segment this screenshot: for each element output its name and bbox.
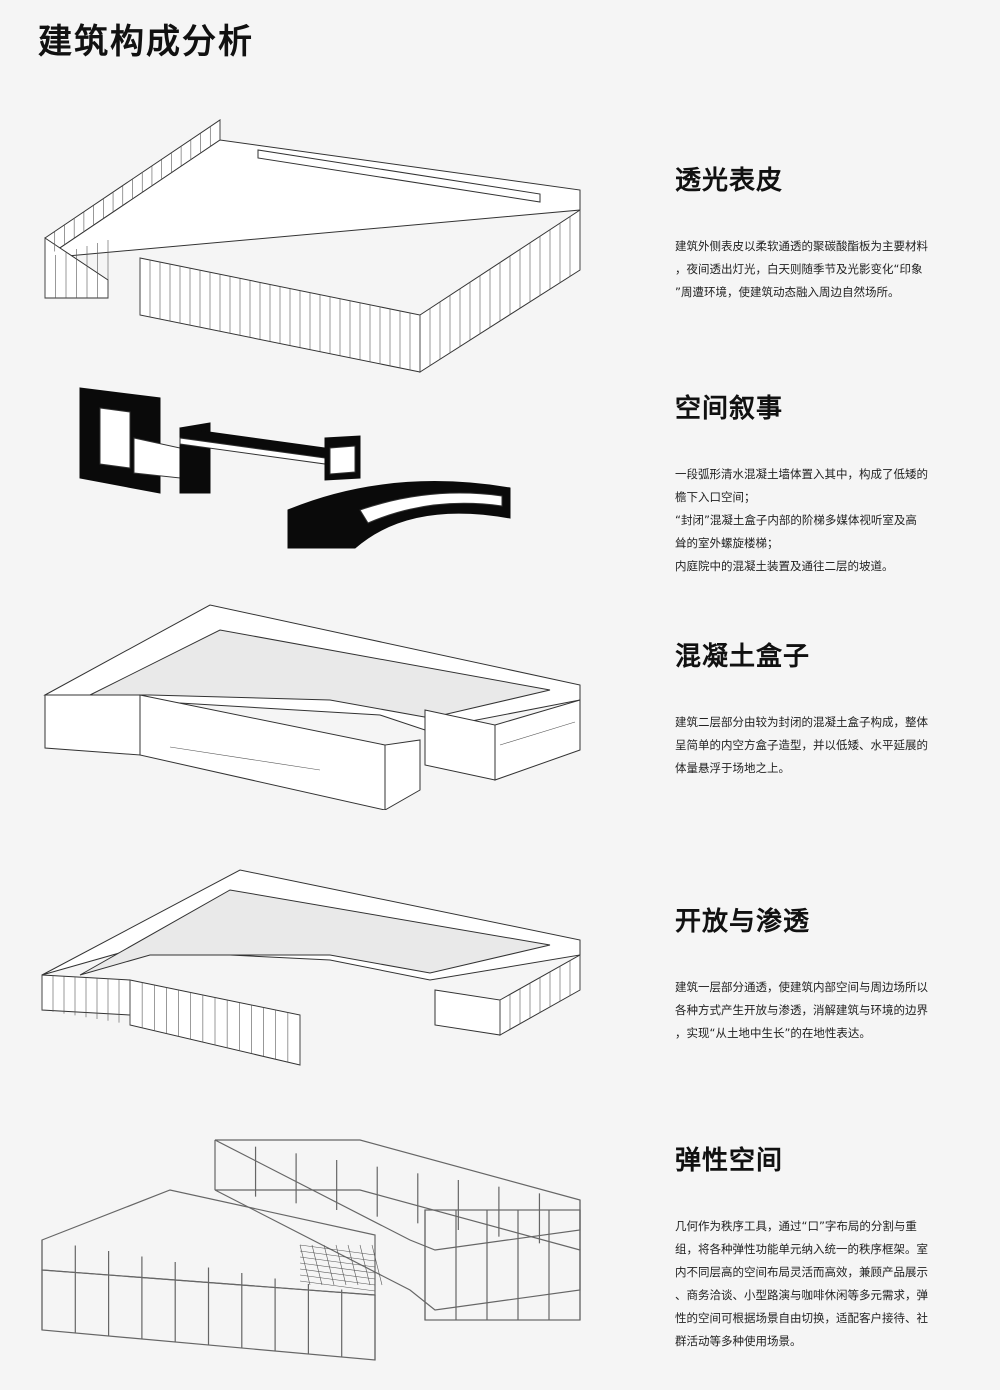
- diagram-concrete-box: [43, 604, 581, 810]
- curved-concrete-wall: [287, 481, 511, 549]
- ground-floor-shell: [41, 869, 581, 1066]
- diagram-spatial-narrative: [79, 387, 511, 549]
- body-line: ，夜间透出灯光，白天则随季节及光影变化“印象: [675, 262, 923, 276]
- stair-tower: [324, 435, 361, 481]
- diagram-flexible-space: [41, 1139, 581, 1361]
- glazing-lines: [41, 955, 581, 1065]
- body-line: 一段弧形清水混凝土墙体置入其中，构成了低矮的: [675, 467, 928, 481]
- text-block-translucent-skin: 透光表皮 建筑外侧表皮以柔软通透的聚碳酸酯板为主要材料 ，夜间透出灯光，白天则随…: [675, 160, 975, 304]
- heading-spatial-narrative: 空间叙事: [675, 394, 784, 424]
- section-spatial-narrative: 空间叙事 一段弧形清水混凝土墙体置入其中，构成了低矮的 檐下入口空间； “封闭”…: [0, 378, 1000, 588]
- text-block-concrete-box: 混凝土盒子 建筑二层部分由较为封闭的混凝土盒子构成，整体 呈简单的内空方盒子造型…: [675, 636, 975, 780]
- body-line: 、商务洽谈、小型路演与咖啡休闲等多元需求，弹: [675, 1288, 928, 1302]
- frame-grid: [41, 1140, 581, 1360]
- section-flexible-space: 弹性空间 几何作为秩序工具，通过“口”字布局的分割与重 组，将各种弹性功能单元纳…: [0, 1130, 1000, 1370]
- skin-panel-lines: [44, 120, 581, 372]
- text-block-spatial-narrative: 空间叙事 一段弧形清水混凝土墙体置入其中，构成了低矮的 檐下入口空间； “封闭”…: [675, 388, 975, 578]
- structural-frame: [41, 1139, 581, 1361]
- left-wing: [44, 694, 421, 810]
- diagram-translucent-skin: [44, 119, 581, 373]
- body-line: 耸的室外螺旋楼梯；: [675, 536, 779, 550]
- diagram-open-permeable: [41, 869, 581, 1066]
- body-line: 组，将各种弹性功能单元纳入统一的秩序框架。室: [675, 1242, 928, 1256]
- body-line: 呈简单的内空方盒子造型，并以低矮、水平延展的: [675, 738, 928, 752]
- body-line: 建筑外侧表皮以柔软通透的聚碳酸酯板为主要材料: [675, 239, 928, 253]
- body-concrete-box: 建筑二层部分由较为封闭的混凝土盒子构成，整体 呈简单的内空方盒子造型，并以低矮、…: [675, 711, 975, 780]
- body-translucent-skin: 建筑外侧表皮以柔软通透的聚碳酸酯板为主要材料 ，夜间透出灯光，白天则随季节及光影…: [675, 235, 975, 304]
- ramp-bridge: [179, 427, 326, 465]
- page-title: 建筑构成分析: [38, 22, 254, 62]
- body-line: 几何作为秩序工具，通过“口”字布局的分割与重: [675, 1219, 917, 1233]
- body-line: 各种方式产生开放与渗透，消解建筑与环境的边界: [675, 1003, 928, 1017]
- body-line: 群活动等多种使用场景。: [675, 1334, 802, 1348]
- body-line: 檐下入口空间；: [675, 490, 756, 504]
- upper-volume: [43, 604, 581, 731]
- heading-concrete-box: 混凝土盒子: [675, 642, 811, 672]
- body-line: “封闭”混凝土盒子内部的阶梯多媒体视听室及高: [675, 513, 917, 527]
- text-block-open-permeable: 开放与渗透 建筑一层部分通透，使建筑内部空间与周边场所以 各种方式产生开放与渗透…: [675, 901, 975, 1045]
- body-line: 建筑一层部分通透，使建筑内部空间与周边场所以: [675, 980, 928, 994]
- heading-flexible-space: 弹性空间: [675, 1146, 784, 1176]
- body-line: 性的空间可根据场景自由切换，适配客户接待、社: [675, 1311, 928, 1325]
- section-concrete-box: 混凝土盒子 建筑二层部分由较为封闭的混凝土盒子构成，整体 呈简单的内空方盒子造型…: [0, 600, 1000, 820]
- concrete-box-stair: [79, 387, 211, 494]
- right-wing: [169, 699, 581, 781]
- body-line: 建筑二层部分由较为封闭的混凝土盒子构成，整体: [675, 715, 928, 729]
- body-spatial-narrative: 一段弧形清水混凝土墙体置入其中，构成了低矮的 檐下入口空间； “封闭”混凝土盒子…: [675, 463, 975, 578]
- body-line: ”周遭环境，使建筑动态融入周边自然场所。: [675, 285, 900, 299]
- body-flexible-space: 几何作为秩序工具，通过“口”字布局的分割与重 组，将各种弹性功能单元纳入统一的秩…: [675, 1215, 975, 1353]
- heading-translucent-skin: 透光表皮: [675, 166, 784, 196]
- body-line: 体量悬浮于场地之上。: [675, 761, 790, 775]
- text-block-flexible-space: 弹性空间 几何作为秩序工具，通过“口”字布局的分割与重 组，将各种弹性功能单元纳…: [675, 1140, 975, 1353]
- body-open-permeable: 建筑一层部分通透，使建筑内部空间与周边场所以 各种方式产生开放与渗透，消解建筑与…: [675, 976, 975, 1045]
- body-line: ，实现“从土地中生长”的在地性表达。: [675, 1026, 871, 1040]
- section-translucent-skin: 透光表皮 建筑外侧表皮以柔软通透的聚碳酸酯板为主要材料 ，夜间透出灯光，白天则随…: [0, 110, 1000, 400]
- body-line: 内庭院中的混凝土装置及通往二层的坡道。: [675, 559, 894, 573]
- heading-open-permeable: 开放与渗透: [675, 907, 811, 937]
- skin-outer-wall: [44, 119, 581, 373]
- section-open-permeable: 开放与渗透 建筑一层部分通透，使建筑内部空间与周边场所以 各种方式产生开放与渗透…: [0, 865, 1000, 1085]
- body-line: 内不同层高的空间布局灵活而高效，兼顾产品展示: [675, 1265, 928, 1279]
